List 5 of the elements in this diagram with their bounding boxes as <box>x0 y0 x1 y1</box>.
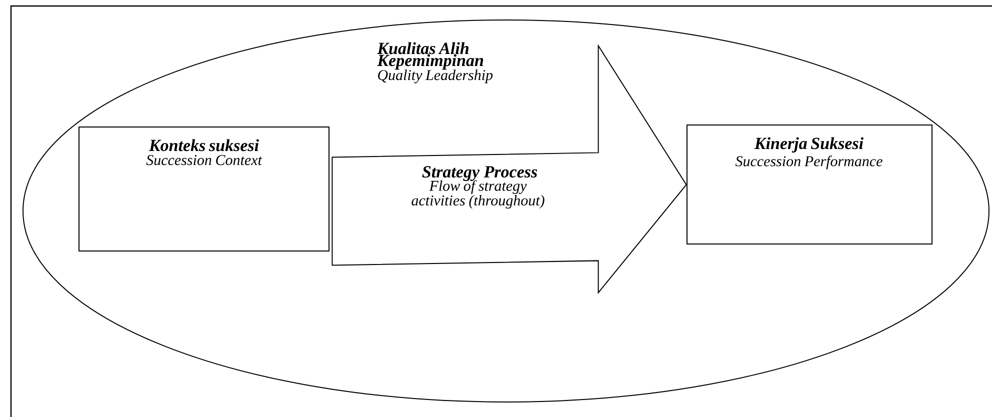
block-arrow <box>332 44 687 294</box>
note-text: Flow of strategy activities (throughout) <box>412 180 544 209</box>
process-box: Kinerja Suksesi Succession Performance <box>686 124 932 244</box>
edge-label: Strategy Process <box>422 166 538 182</box>
process-box: Konteks suksesi Succession Context <box>78 126 330 252</box>
